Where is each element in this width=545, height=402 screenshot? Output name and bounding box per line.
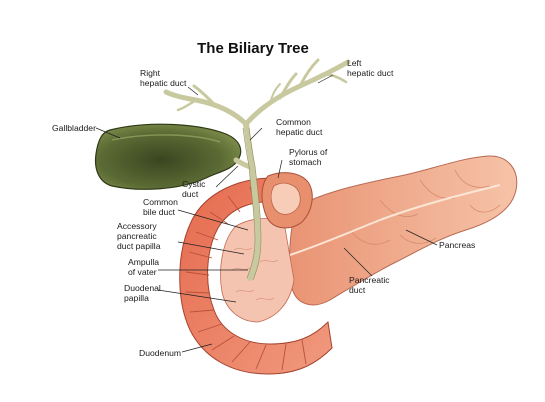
label-duodenum: Duodenum xyxy=(139,348,181,358)
diagram-title: The Biliary Tree xyxy=(197,40,309,57)
label-cystic-duct: Cystic duct xyxy=(182,179,208,199)
label-common-bile-duct: Common bile duct xyxy=(143,197,180,217)
leader-lines xyxy=(95,74,438,353)
bile-duct-outline xyxy=(242,127,262,281)
bile-ducts xyxy=(163,58,351,281)
gallbladder-highlight xyxy=(111,134,221,143)
duodenum-mucosa xyxy=(231,247,279,301)
label-pylorus-of-stomach: Pylorus of stomach xyxy=(289,147,330,167)
pancreas xyxy=(289,155,518,306)
label-pancreatic-duct: Pancreatic duct xyxy=(349,275,392,295)
label-accessory-pancreatic-duct-papilla: Accessory pancreatic duct papilla xyxy=(117,221,161,251)
label-right-hepatic-duct: Right hepatic duct xyxy=(140,68,187,88)
pylorus-opening xyxy=(270,182,301,215)
gallbladder xyxy=(94,123,242,190)
label-left-hepatic-duct: Left hepatic duct xyxy=(347,58,394,78)
label-duodenal-papilla: Duodenal papilla xyxy=(124,283,163,303)
label-gallbladder: Gallbladder xyxy=(52,123,96,133)
label-common-hepatic-duct: Common hepatic duct xyxy=(276,117,323,137)
label-ampulla-of-vater: Ampulla of vater xyxy=(128,257,161,277)
label-pancreas: Pancreas xyxy=(439,240,475,250)
